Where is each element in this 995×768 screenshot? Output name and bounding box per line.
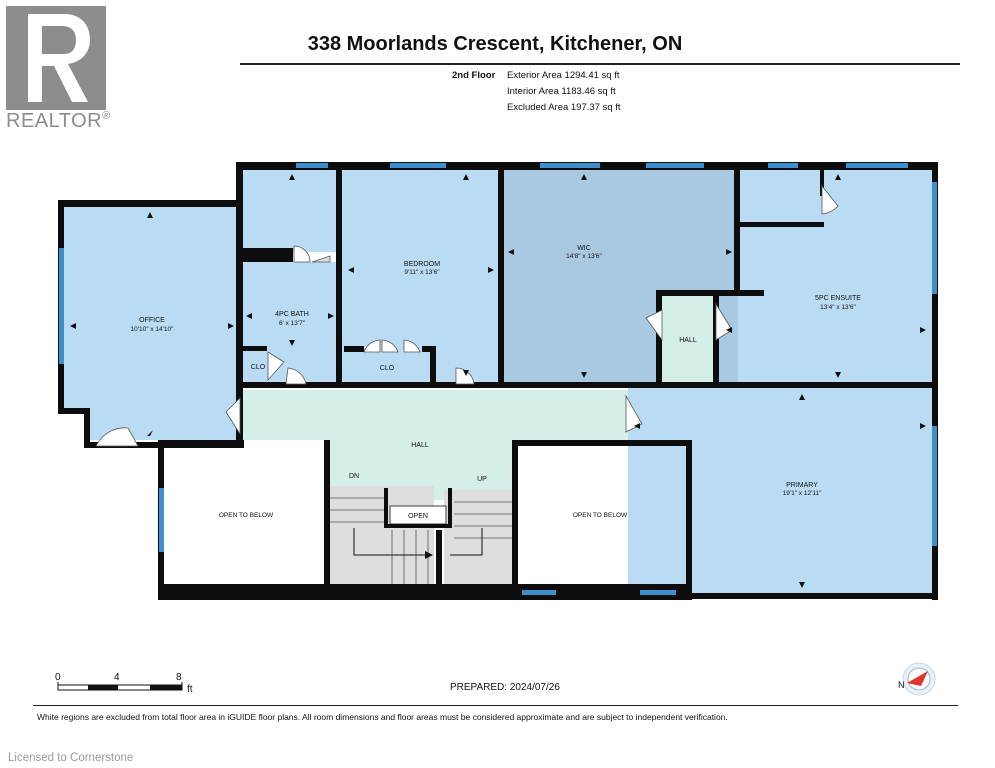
floor-label: 2nd Floor xyxy=(452,70,496,81)
registered-mark: ® xyxy=(102,110,111,122)
realtor-r-icon xyxy=(28,14,90,102)
bath-room xyxy=(240,262,340,385)
stair-up-label: UP xyxy=(477,476,487,483)
office-room xyxy=(64,204,240,440)
stair-treads xyxy=(328,497,512,584)
excluded-area: Excluded Area 197.37 sq ft xyxy=(507,102,621,113)
main-hall-label: HALL xyxy=(411,442,429,449)
scale-label-0: 0 xyxy=(55,672,61,683)
compass-north-label: N xyxy=(898,680,905,690)
primary-room xyxy=(628,388,933,593)
prepared-date: PREPARED: 2024/07/26 xyxy=(450,682,560,693)
clo-small-label: CLO xyxy=(251,364,266,371)
disclaimer-text: White regions are excluded from total fl… xyxy=(37,712,728,722)
office-label: OFFICE xyxy=(139,317,165,324)
bath-label: 4PC BATH xyxy=(275,311,309,318)
scale-bar xyxy=(57,682,183,691)
small-hall-room xyxy=(660,296,716,385)
bath-dims: 6' x 13'7" xyxy=(279,320,306,327)
ensuite-closet-room xyxy=(743,170,821,222)
scale-label-8: 8 xyxy=(176,672,182,683)
open-to-below-right-label: OPEN TO BELOW xyxy=(573,512,628,519)
scale-label-4: 4 xyxy=(114,672,120,683)
small-hall-label: HALL xyxy=(679,337,697,344)
stair-down-label: DN xyxy=(349,473,359,480)
main-hall-room xyxy=(240,390,628,500)
footer-divider xyxy=(33,705,958,706)
page-title: 338 Moorlands Crescent, Kitchener, ON xyxy=(307,33,683,55)
interior-area: Interior Area 1183.46 sq ft xyxy=(507,86,616,97)
license-text: Licensed to Cornerstone xyxy=(8,752,134,764)
wic-label: WIC xyxy=(577,245,591,252)
open-to-below-left-label: OPEN TO BELOW xyxy=(219,512,274,519)
wic-dims: 14'8" x 13'6" xyxy=(566,253,602,260)
stairs-right xyxy=(444,490,512,584)
bedroom-closet xyxy=(344,350,430,383)
compass-icon: N xyxy=(898,662,936,696)
exterior-area: Exterior Area 1294.41 sq ft xyxy=(507,70,620,81)
dimension-ticks xyxy=(70,174,926,588)
bedroom-label: BEDROOM xyxy=(404,261,440,268)
open-stair-label: OPEN xyxy=(408,513,428,520)
ensuite-label: 5PC ENSUITE xyxy=(815,295,861,302)
clo-bedroom-label: CLO xyxy=(380,365,395,372)
office-dims: 10'10" x 14'10" xyxy=(131,326,175,333)
title-divider xyxy=(240,63,960,65)
open-stair-box xyxy=(389,505,447,525)
primary-label: PRIMARY xyxy=(786,482,818,489)
windows xyxy=(59,163,937,595)
ensuite-dims: 13'4" x 13'6" xyxy=(820,304,856,311)
realtor-wordmark: REALTOR xyxy=(6,110,103,132)
scale-unit: ft xyxy=(187,684,193,695)
primary-dims: 19'1" x 12'11" xyxy=(783,490,822,497)
realtor-logo xyxy=(6,6,106,110)
bath-upper-room xyxy=(240,168,340,252)
bedroom-dims: 9'11" x 13'6" xyxy=(404,269,440,276)
stairs-left xyxy=(328,486,434,584)
realtor-logo-text: REALTOR® xyxy=(6,110,111,133)
